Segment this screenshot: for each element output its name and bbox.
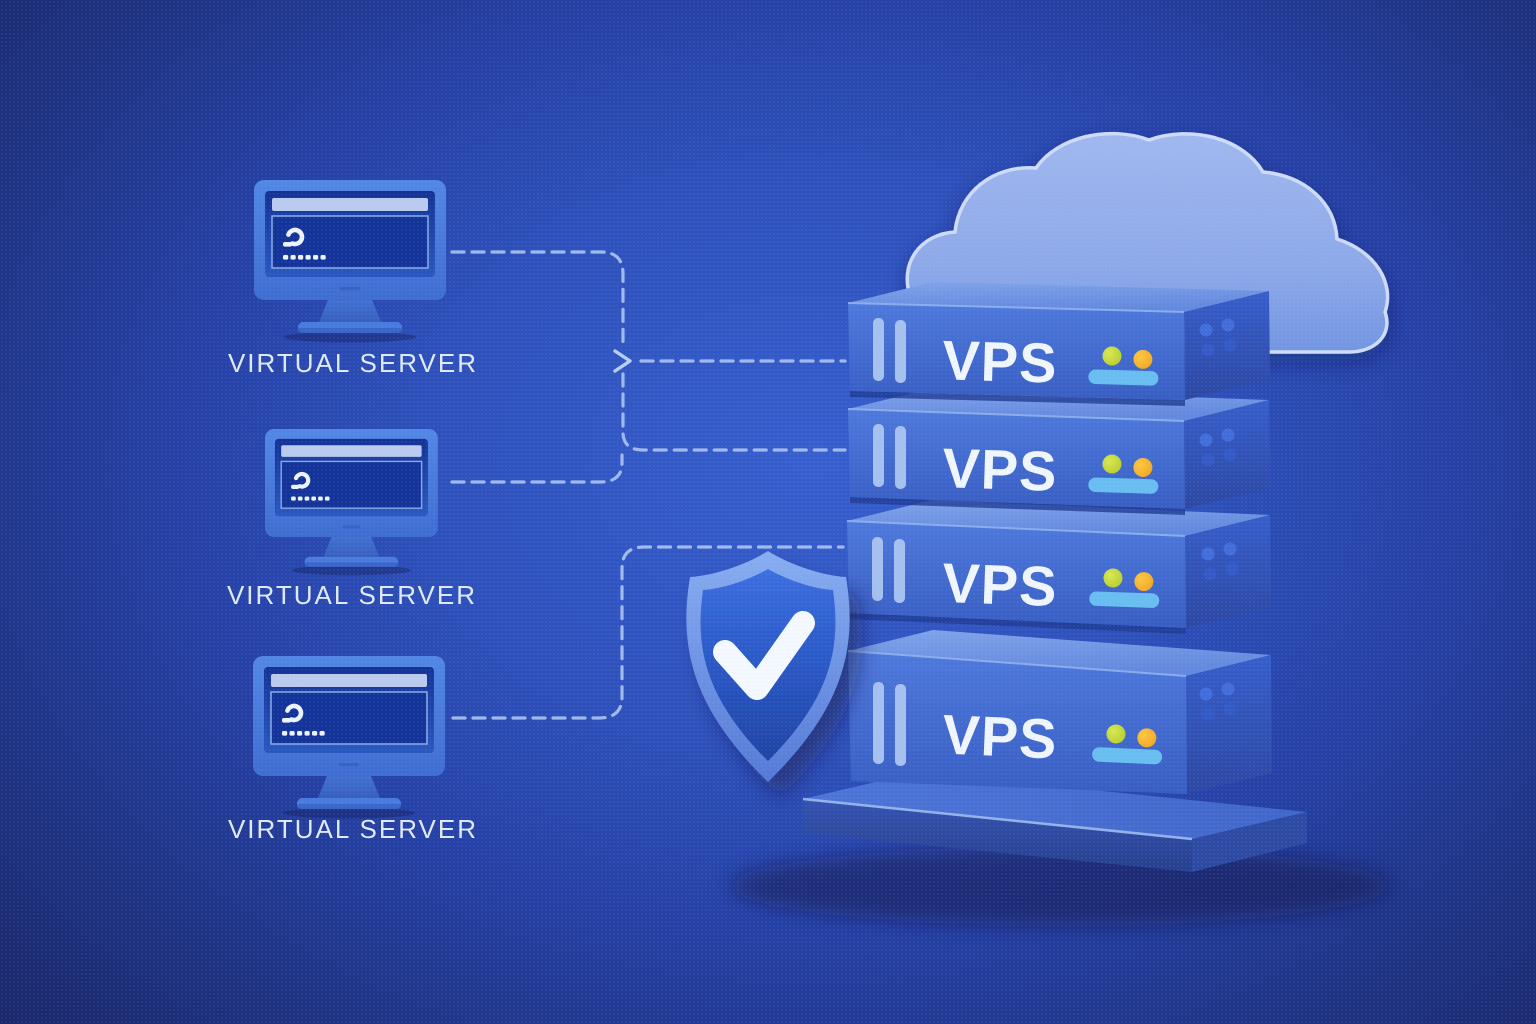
client-label-3: VIRTUAL SERVER [228,814,478,844]
client-label-1: VIRTUAL SERVER [228,348,478,378]
monitor-terminal-icon [265,429,438,575]
grip-bar-icon [873,318,884,381]
grip-bar-icon [873,682,884,764]
vps-unit-label: VPS [941,551,1058,618]
vps-unit-4: VPS [847,630,1272,794]
vps-unit-label: VPS [941,703,1059,771]
vps-unit-label: VPS [941,436,1058,503]
shield-check-icon [686,551,850,782]
grip-bar-icon [873,424,884,487]
grip-bar-icon [895,426,906,489]
vps-unit-2: VPS [847,388,1270,515]
vps-unit-3: VPS [846,500,1271,634]
client-monitor-1: VIRTUAL SERVER [228,180,478,378]
monitor-terminal-icon [253,656,445,819]
client-label-2: VIRTUAL SERVER [227,580,477,610]
grip-bar-icon [895,320,906,383]
arrowhead-icon [613,349,632,373]
connector-client1 [450,250,625,348]
grip-bar-icon [895,684,906,766]
unit-side-face [1186,655,1272,794]
grip-bar-icon [894,539,905,603]
vps-unit-label: VPS [942,328,1059,394]
monitor-terminal-icon [254,180,446,343]
connector-client2 [450,453,624,484]
connector-to-vps2 [621,372,847,452]
client-monitor-3: VIRTUAL SERVER [228,656,478,844]
client-monitor-2: VIRTUAL SERVER [227,429,477,610]
grip-bar-icon [872,537,883,601]
vps-unit-1: VPS [847,282,1270,406]
